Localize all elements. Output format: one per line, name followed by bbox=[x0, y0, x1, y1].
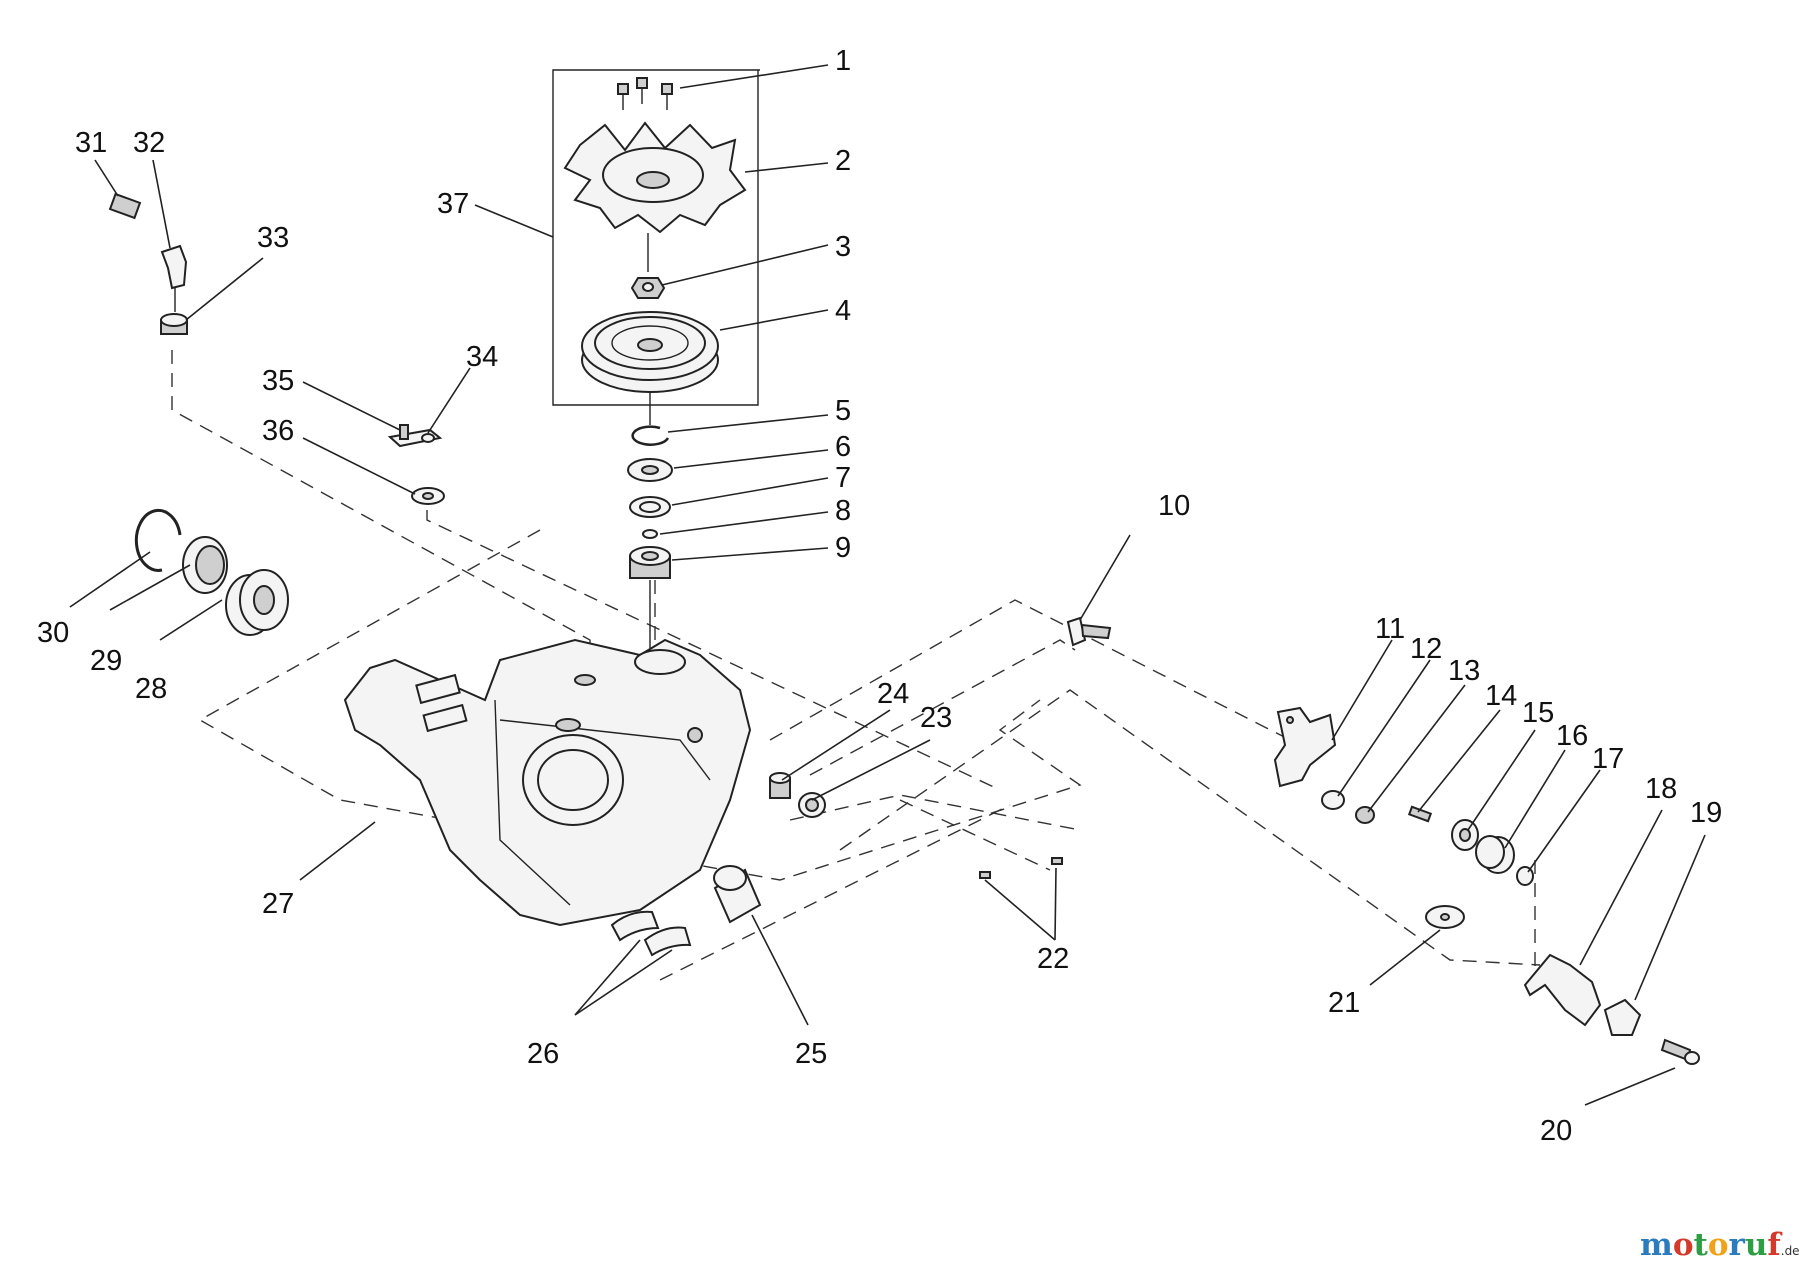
callout-15: 15 bbox=[1522, 697, 1554, 729]
callout-16: 16 bbox=[1556, 720, 1588, 752]
bolt-part-10 bbox=[1066, 616, 1112, 647]
callout-25: 25 bbox=[795, 1038, 827, 1070]
callout-20: 20 bbox=[1540, 1115, 1572, 1147]
cooling-fan-part-2 bbox=[563, 121, 747, 272]
transmission-housing-part-27 bbox=[343, 638, 752, 927]
watermark-logo: motoruf.de bbox=[1640, 1227, 1800, 1263]
callout-35: 35 bbox=[262, 365, 294, 397]
callout-24: 24 bbox=[877, 678, 909, 710]
callout-21: 21 bbox=[1328, 987, 1360, 1019]
callout-3: 3 bbox=[835, 231, 851, 263]
callout-7: 7 bbox=[835, 462, 851, 494]
callout-9: 9 bbox=[835, 532, 851, 564]
bracket-parts-34-36 bbox=[387, 424, 445, 505]
callout-30: 30 bbox=[37, 617, 69, 649]
callout-26: 26 bbox=[527, 1038, 559, 1070]
callout-34: 34 bbox=[466, 341, 498, 373]
assembly-37-box bbox=[552, 69, 760, 406]
callout-19: 19 bbox=[1690, 797, 1722, 829]
callout-28: 28 bbox=[135, 673, 167, 705]
callout-6: 6 bbox=[835, 431, 851, 463]
callout-32: 32 bbox=[133, 127, 165, 159]
screws-part-1 bbox=[617, 77, 673, 110]
callout-29: 29 bbox=[90, 645, 122, 677]
nut-part-3 bbox=[630, 277, 666, 299]
callout-17: 17 bbox=[1592, 743, 1624, 775]
callout-18: 18 bbox=[1645, 773, 1677, 805]
bearing-parts-28-30 bbox=[134, 508, 289, 636]
washer-stack-parts-5-9 bbox=[627, 425, 673, 648]
callout-31: 31 bbox=[75, 127, 107, 159]
callout-36: 36 bbox=[262, 415, 294, 447]
callout-27: 27 bbox=[262, 888, 294, 920]
callout-4: 4 bbox=[835, 295, 851, 327]
callout-12: 12 bbox=[1410, 633, 1442, 665]
callout-22: 22 bbox=[1037, 943, 1069, 975]
bushing-parts-23-26 bbox=[610, 772, 826, 957]
callout-10: 10 bbox=[1158, 490, 1190, 522]
callout-5: 5 bbox=[835, 395, 851, 427]
callout-2: 2 bbox=[835, 145, 851, 177]
linkage-parts-11-21 bbox=[1273, 706, 1700, 1065]
callout-11: 11 bbox=[1375, 613, 1405, 645]
callout-labels: 1 2 3 4 5 6 7 8 9 10 11 12 13 14 15 16 1… bbox=[37, 45, 1722, 1147]
assembly-lines bbox=[171, 350, 1541, 981]
callout-37: 37 bbox=[437, 188, 469, 220]
callout-13: 13 bbox=[1448, 655, 1480, 687]
pins-part-22 bbox=[979, 857, 1063, 879]
callout-33: 33 bbox=[257, 222, 289, 254]
watermark-text: motoruf.de bbox=[1640, 1227, 1800, 1263]
callout-8: 8 bbox=[835, 495, 851, 527]
leader-lines bbox=[69, 64, 1706, 1106]
pulley-part-4 bbox=[581, 311, 719, 425]
callout-14: 14 bbox=[1485, 680, 1517, 712]
callout-23: 23 bbox=[920, 702, 952, 734]
fittings-parts-31-33 bbox=[108, 192, 188, 335]
callout-1: 1 bbox=[835, 45, 851, 77]
